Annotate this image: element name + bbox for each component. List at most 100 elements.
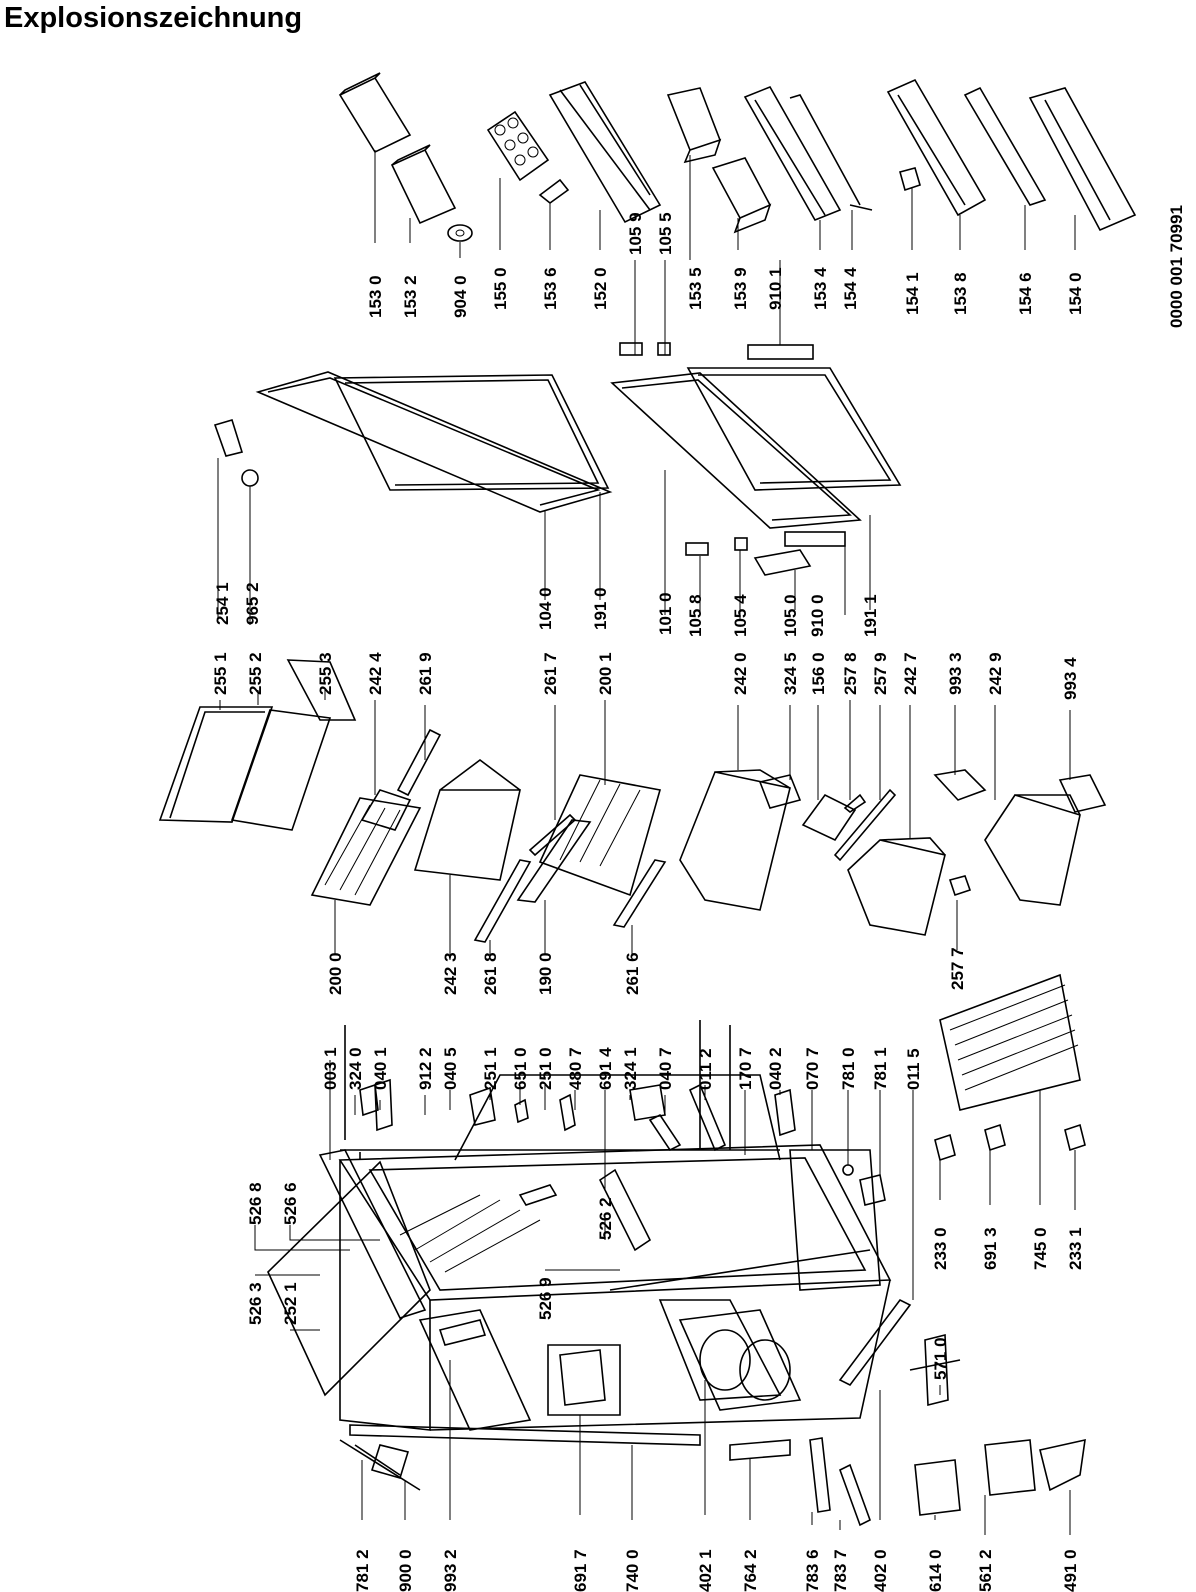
part-label: 324 1: [621, 1047, 640, 1090]
part-label: 105 0: [781, 594, 800, 637]
part-label: 242 0: [731, 652, 750, 695]
part-label: 691 4: [596, 1047, 615, 1090]
part-label: 191 1: [861, 594, 880, 637]
part-label: 153 8: [951, 272, 970, 315]
part-label: 261 9: [416, 652, 435, 695]
doors: [213, 342, 902, 576]
part-label: 242 4: [366, 652, 385, 695]
part-label: 491 0: [1061, 1549, 1080, 1592]
part-label: 154 4: [841, 267, 860, 310]
part-label: 154 0: [1066, 272, 1085, 315]
part-label: 526 3: [246, 1282, 265, 1325]
shelves-and-drawers: [158, 659, 1107, 943]
part-label: 105 9: [626, 212, 645, 255]
part-label: 105 5: [656, 212, 675, 255]
part-label: 402 1: [696, 1549, 715, 1592]
part-label: 526 9: [536, 1277, 555, 1320]
part-label: 153 6: [541, 267, 560, 310]
part-label: 261 8: [481, 952, 500, 995]
part-label: 242 7: [901, 652, 920, 695]
part-label: 153 4: [811, 267, 830, 310]
part-label: 233 1: [1066, 1227, 1085, 1270]
part-label: 040 1: [371, 1047, 390, 1090]
part-label: 912 2: [416, 1047, 435, 1090]
part-label: 254 1: [213, 582, 232, 625]
part-label: 011 5: [904, 1048, 923, 1090]
part-label: 745 0: [1031, 1227, 1050, 1270]
part-label: 233 0: [931, 1227, 950, 1270]
part-label: 783 6: [803, 1549, 822, 1592]
part-label: 480 7: [566, 1047, 585, 1090]
part-label: 526 6: [281, 1182, 300, 1225]
leader-lines: [217, 150, 1076, 1535]
part-label: 257 8: [841, 652, 860, 695]
part-label: 561 2: [976, 1549, 995, 1592]
part-label: 040 7: [656, 1047, 675, 1090]
part-label: 190 0: [536, 952, 555, 995]
part-label: 257 9: [871, 652, 890, 695]
part-label: 781 2: [353, 1549, 372, 1592]
part-label: 324 5: [781, 652, 800, 695]
part-label: 257 7: [948, 947, 967, 990]
part-label: 993 3: [946, 652, 965, 695]
part-label: 900 0: [396, 1549, 415, 1592]
part-label: 904 0: [451, 275, 470, 318]
part-label: 255 2: [246, 652, 265, 695]
part-drawings: [158, 72, 1137, 1527]
part-label: 156 0: [809, 652, 828, 695]
part-label: 155 0: [491, 267, 510, 310]
part-label: 261 7: [541, 652, 560, 695]
part-label: 153 5: [686, 267, 705, 310]
part-label: 526 2: [596, 1197, 615, 1240]
part-label: 200 0: [326, 952, 345, 995]
part-label: 154 6: [1016, 272, 1035, 315]
part-label: 526 8: [246, 1182, 265, 1225]
part-label: 251 1: [481, 1047, 500, 1090]
part-label: 764 2: [741, 1549, 760, 1592]
part-label: 251 0: [536, 1047, 555, 1090]
part-label: 153 2: [401, 275, 420, 318]
part-label: 200 1: [596, 652, 615, 695]
part-label: 191 0: [591, 587, 610, 630]
part-label: 011 2: [696, 1048, 715, 1090]
part-label: 910 1: [766, 267, 785, 310]
part-label: 571 0: [931, 1337, 950, 1380]
part-label: 040 2: [766, 1047, 785, 1090]
part-label: 153 9: [731, 267, 750, 310]
part-label: 910 0: [808, 594, 827, 637]
part-label: 255 3: [316, 652, 335, 695]
part-label: 252 1: [281, 1282, 300, 1325]
part-label: 651 0: [511, 1047, 530, 1090]
part-label: 324 0: [346, 1047, 365, 1090]
part-label: 614 0: [926, 1549, 945, 1592]
part-label: 152 0: [591, 267, 610, 310]
part-label: 261 6: [623, 952, 642, 995]
door-accessories: [338, 72, 1137, 242]
part-label: 105 8: [686, 594, 705, 637]
drawing-number: 0000 001 70991: [1167, 205, 1186, 328]
part-label: 781 1: [871, 1047, 890, 1090]
cabinet: [267, 973, 1086, 1527]
page-title: Explosionszeichnung: [4, 2, 303, 34]
part-label: 153 0: [366, 275, 385, 318]
part-number-labels: 153 0 153 2 904 0 155 0 153 6 152 0 105 9 105 5…: [211, 212, 1085, 1592]
part-label: 691 3: [981, 1227, 1000, 1270]
part-label: 170 7: [736, 1047, 755, 1090]
part-label: 242 3: [441, 952, 460, 995]
part-label: 993 4: [1061, 657, 1080, 700]
part-label: 242 9: [986, 652, 1005, 695]
part-label: 101 0: [656, 592, 675, 635]
part-label: 691 7: [571, 1549, 590, 1592]
part-label: 965 2: [243, 582, 262, 625]
part-label: 255 1: [211, 652, 230, 695]
part-label: 402 0: [871, 1549, 890, 1592]
part-label: 993 2: [441, 1549, 460, 1592]
part-label: 105 4: [731, 594, 750, 637]
part-label: 154 1: [903, 272, 922, 315]
part-label: 040 5: [441, 1047, 460, 1090]
part-label: 104 0: [536, 587, 555, 630]
part-label: 740 0: [623, 1549, 642, 1592]
part-label: 783 7: [831, 1549, 850, 1592]
part-label: 070 7: [803, 1047, 822, 1090]
